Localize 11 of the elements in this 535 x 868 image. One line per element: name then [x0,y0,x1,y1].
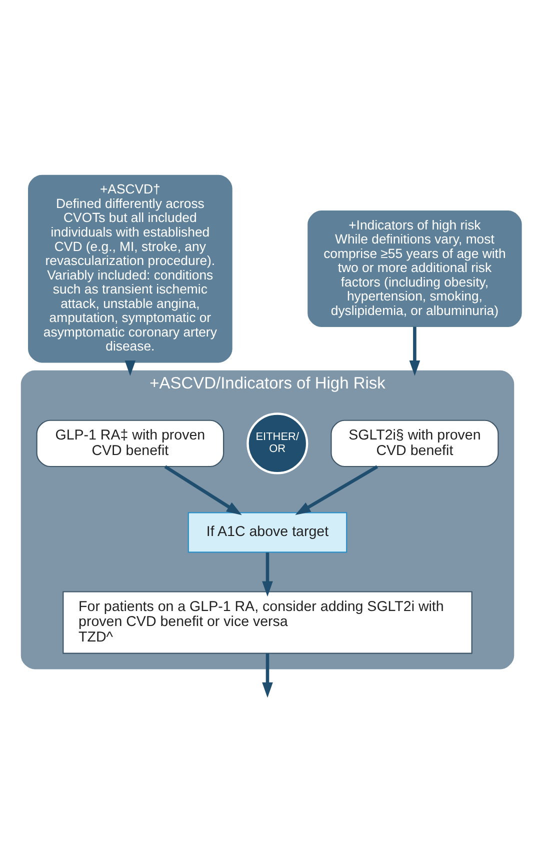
node-box: +Indicators of high risk While definitions vary, most comprise ≥55 years of age with two or more additional risk factors (including obesity, hypertension, smoking, dyslipidemia, or albuminuria) [308,210,522,326]
arrow [295,464,378,514]
arrow [262,652,273,698]
node-box: GLP-1 RA‡ with proven CVD benefit [36,419,224,467]
node-box: For patients on a GLP-1 RA, consider adding SGLT2i with proven CVD benefit or vice versa TZD^ [62,590,472,654]
node-box: SGLT2i§ with proven CVD benefit [330,419,499,467]
node-circle: EITHER/ OR [246,412,308,474]
arrow [164,464,242,515]
node-box: If A1C above target [188,512,348,552]
arrow [262,552,273,596]
arrow [409,326,420,376]
